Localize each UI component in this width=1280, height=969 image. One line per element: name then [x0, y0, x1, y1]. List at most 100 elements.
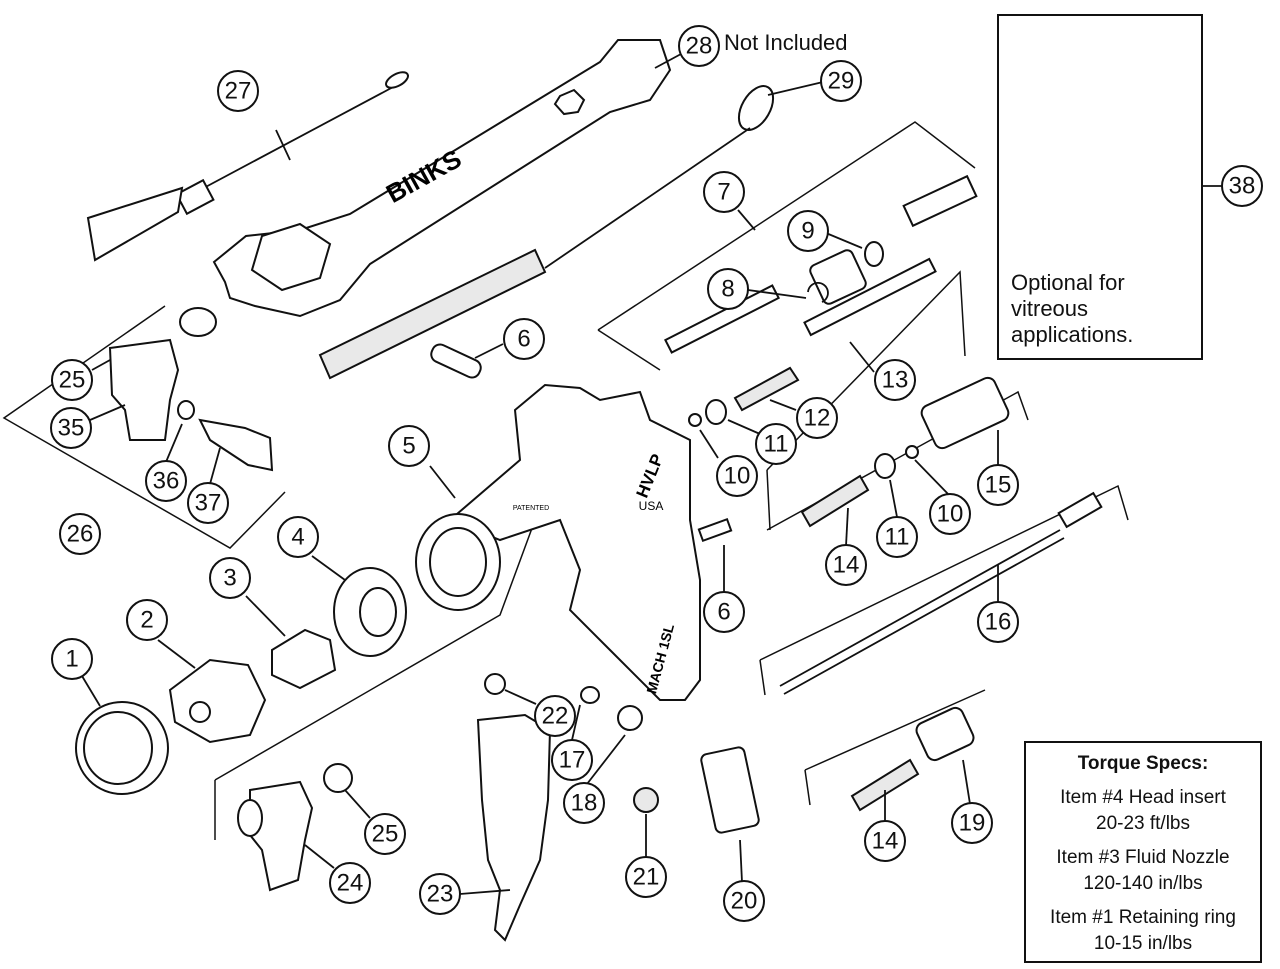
torque-spec-fluid-nozzle: Item #3 Fluid Nozzle 120-140 in/lbs — [1026, 845, 1260, 897]
callout-10-left: 10 — [716, 455, 758, 497]
callout-8: 8 — [707, 268, 749, 310]
parts-17-22-23-trigger — [476, 673, 643, 942]
torque-specs-title: Torque Specs: — [1077, 753, 1209, 774]
callout-25-bottom: 25 — [364, 813, 406, 855]
callout-12: 12 — [796, 397, 838, 439]
svg-text:14: 14 — [833, 552, 860, 579]
callout-20: 20 — [723, 880, 765, 922]
callout-16: 16 — [977, 601, 1019, 643]
torque-spec-value: 20-23 ft/lbs — [1096, 813, 1190, 834]
callout-29: 29 — [820, 60, 862, 102]
callout-22: 22 — [534, 695, 576, 737]
callout-35: 35 — [50, 407, 92, 449]
part-27-brush — [86, 71, 409, 262]
callout-13: 13 — [874, 359, 916, 401]
svg-text:10: 10 — [724, 463, 751, 490]
part-9-to-15-needle-assembly — [664, 174, 1010, 528]
svg-text:35: 35 — [58, 415, 85, 442]
svg-text:36: 36 — [153, 468, 180, 495]
callout-24: 24 — [329, 862, 371, 904]
callout-17: 17 — [551, 739, 593, 781]
callout-23: 23 — [419, 873, 461, 915]
svg-text:12: 12 — [804, 405, 831, 432]
callout-11-bottom: 11 — [876, 516, 918, 558]
callout-38: 38 — [1221, 165, 1263, 207]
callout-14-top: 14 — [825, 544, 867, 586]
svg-text:8: 8 — [721, 276, 734, 303]
part-28-wrench: BINKS — [212, 39, 672, 318]
callout-36: 36 — [145, 460, 187, 502]
svg-text:24: 24 — [337, 870, 364, 897]
part-26-fluid-inlet-assembly — [108, 307, 274, 472]
svg-text:16: 16 — [985, 609, 1012, 636]
callout-19: 19 — [951, 802, 993, 844]
svg-text:14: 14 — [872, 828, 899, 855]
svg-text:6: 6 — [717, 599, 730, 626]
callout-18: 18 — [563, 782, 605, 824]
svg-text:38: 38 — [1229, 173, 1256, 200]
svg-text:25: 25 — [372, 821, 399, 848]
part-29-brush — [318, 85, 775, 380]
callout-3: 3 — [209, 557, 251, 599]
torque-spec-value: 10-15 in/lbs — [1093, 933, 1193, 954]
svg-text:20: 20 — [731, 888, 758, 915]
svg-text:9: 9 — [801, 218, 814, 245]
parts-19-20-21 — [633, 706, 975, 834]
part-2-air-cap — [168, 658, 267, 744]
callout-25-top: 25 — [51, 359, 93, 401]
torque-specs-panel: Torque Specs: Item #4 Head insert 20-23 … — [1024, 741, 1262, 963]
svg-text:13: 13 — [882, 367, 909, 394]
torque-spec-retaining-ring: Item #1 Retaining ring 10-15 in/lbs — [1026, 905, 1260, 957]
part-16-needle — [779, 491, 1103, 695]
svg-text:15: 15 — [985, 472, 1012, 499]
optional-vitreous-panel: Optional for vitreous applications. — [997, 14, 1203, 360]
svg-text:10: 10 — [937, 501, 964, 528]
torque-spec-item: Item #3 Fluid Nozzle — [1056, 847, 1230, 868]
callout-14-bottom: 14 — [864, 820, 906, 862]
svg-text:19: 19 — [959, 810, 986, 837]
svg-text:11: 11 — [885, 524, 910, 551]
svg-text:18: 18 — [571, 790, 598, 817]
torque-spec-head-insert: Item #4 Head insert 20-23 ft/lbs — [1026, 785, 1260, 837]
part-5-gun-body: HVLP USA MACH 1SL PATENTED — [415, 343, 701, 701]
gun-origin-text: USA — [639, 499, 664, 513]
not-included-note: Not Included — [724, 30, 848, 55]
part-6-screw — [697, 517, 733, 543]
svg-text:27: 27 — [225, 78, 252, 105]
svg-text:7: 7 — [717, 179, 730, 206]
callout-37: 37 — [187, 482, 229, 524]
svg-text:6: 6 — [517, 326, 530, 353]
svg-text:37: 37 — [195, 490, 222, 517]
callout-6-bottom: 6 — [703, 591, 745, 633]
callout-9: 9 — [787, 210, 829, 252]
callout-7: 7 — [703, 171, 745, 213]
part-3-fluid-nozzle — [271, 628, 337, 690]
svg-text:21: 21 — [633, 864, 660, 891]
optional-vitreous-text: Optional for vitreous applications. — [1011, 270, 1134, 347]
callout-21: 21 — [625, 856, 667, 898]
gun-patent-text: PATENTED — [513, 505, 549, 512]
callout-28: 28 — [678, 25, 720, 67]
callout-11-top: 11 — [755, 423, 797, 465]
callout-1: 1 — [51, 638, 93, 680]
svg-text:23: 23 — [427, 881, 454, 908]
svg-text:29: 29 — [828, 68, 855, 95]
torque-spec-item: Item #4 Head insert — [1060, 787, 1226, 808]
svg-text:3: 3 — [223, 565, 236, 592]
svg-text:5: 5 — [402, 433, 415, 460]
callout-10-right: 10 — [929, 493, 971, 535]
torque-spec-value: 120-140 in/lbs — [1083, 873, 1203, 894]
callout-5: 5 — [388, 425, 430, 467]
svg-text:11: 11 — [764, 431, 789, 458]
leader-lines — [81, 53, 1222, 895]
svg-text:22: 22 — [542, 703, 569, 730]
svg-text:28: 28 — [686, 33, 713, 60]
callout-6-top: 6 — [503, 318, 545, 360]
svg-text:26: 26 — [67, 521, 94, 548]
torque-spec-item: Item #1 Retaining ring — [1050, 907, 1236, 928]
part-4-head-insert — [333, 567, 407, 657]
callout-26: 26 — [59, 513, 101, 555]
callout-4: 4 — [277, 516, 319, 558]
callout-15: 15 — [977, 464, 1019, 506]
svg-text:25: 25 — [59, 367, 86, 394]
